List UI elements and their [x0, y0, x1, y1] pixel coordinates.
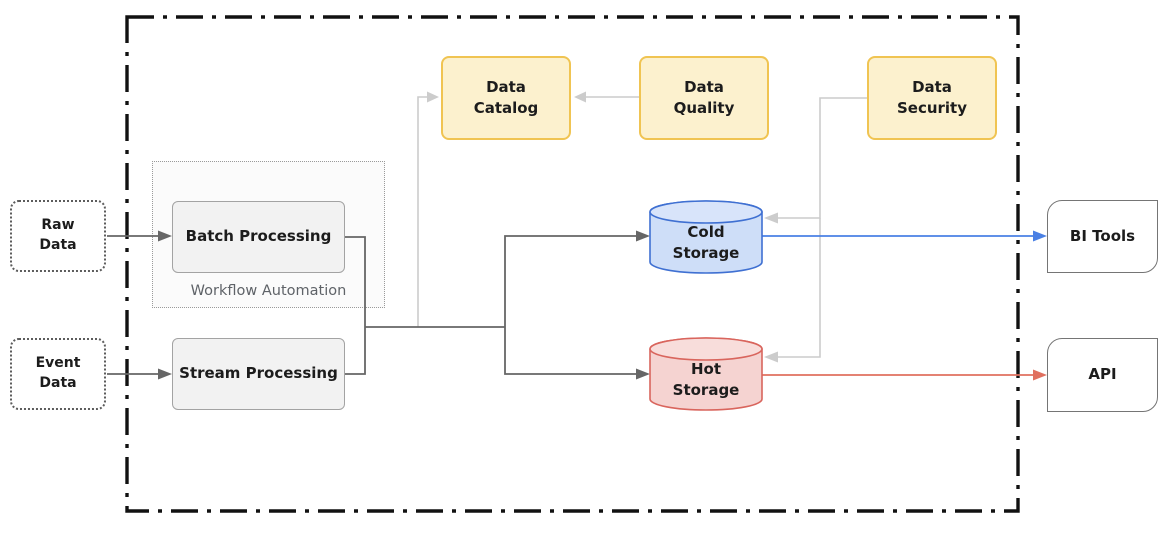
node-stream-processing: Stream Processing: [172, 338, 345, 410]
data-quality-label: Data Quality: [673, 77, 735, 117]
edge-cold-storage-to-bi-tools: [762, 230, 1047, 242]
raw-data-label: Raw Data: [39, 217, 77, 253]
hot-storage-label: Hot Storage: [672, 359, 740, 399]
edge-bus-to-hot-storage: [504, 327, 650, 380]
edge-bus-to-cold-storage: [504, 230, 650, 327]
node-event-data: Event Data: [10, 338, 106, 410]
edge-bus-to-data-catalog: [417, 91, 439, 327]
node-batch-processing: Batch Processing: [172, 201, 345, 273]
node-api: API: [1047, 338, 1158, 412]
edge-hot-storage-to-api: [762, 369, 1047, 381]
node-data-security: Data Security: [867, 56, 997, 140]
data-catalog-label: Data Catalog: [473, 77, 539, 117]
node-data-catalog: Data Catalog: [441, 56, 571, 140]
workflow-automation-label: Workflow Automation: [190, 283, 347, 299]
stream-processing-label: Stream Processing: [179, 364, 338, 383]
node-raw-data: Raw Data: [10, 200, 106, 272]
edge-data-quality-to-data-catalog: [574, 91, 639, 103]
node-bi-tools: BI Tools: [1047, 200, 1158, 273]
edge-event-data-to-stream-processing: [107, 368, 172, 380]
edge-data-security-to-hot-storage: [764, 218, 821, 363]
cold-storage-label: Cold Storage: [672, 222, 740, 262]
api-label: API: [1088, 365, 1117, 384]
edge-stream-processing-to-bus: [345, 327, 366, 375]
bi-tools-label: BI Tools: [1069, 226, 1136, 245]
node-cold-storage: Cold Storage: [650, 214, 762, 272]
data-security-label: Data Security: [896, 77, 968, 117]
batch-processing-label: Batch Processing: [185, 227, 332, 246]
node-data-quality: Data Quality: [639, 56, 769, 140]
event-data-label: Event Data: [35, 355, 81, 391]
edge-data-security-to-cold-storage: [764, 97, 867, 224]
node-hot-storage: Hot Storage: [650, 351, 762, 409]
